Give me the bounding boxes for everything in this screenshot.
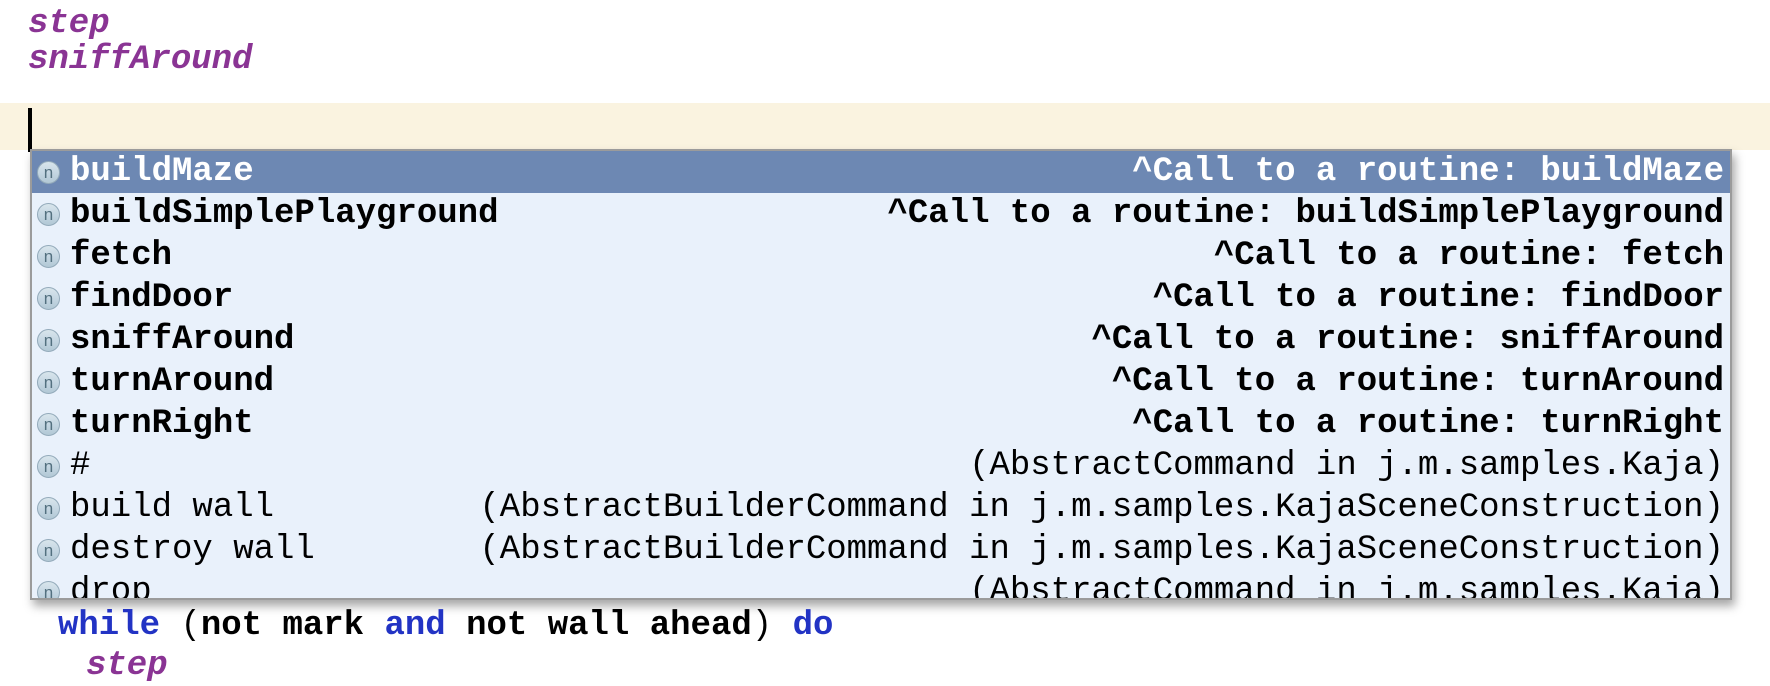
completion-item[interactable]: n build wall (AbstractBuilderCommand in … <box>32 487 1730 529</box>
completion-item-description: ^Call to a routine: buildSimplePlaygroun… <box>887 195 1724 233</box>
n-type-icon: n <box>37 202 60 226</box>
completion-item[interactable]: n turnRight ^Call to a routine: turnRigh… <box>32 403 1730 445</box>
completion-item-label: turnRight <box>70 405 254 443</box>
code-token: not mark <box>200 607 385 645</box>
n-type-icon: n <box>37 412 60 436</box>
completion-item-label: findDoor <box>70 279 234 317</box>
completion-item[interactable]: n buildSimplePlayground ^Call to a routi… <box>32 193 1730 235</box>
code-token <box>772 607 792 645</box>
text-cursor <box>28 108 32 152</box>
completion-item-description: ^Call to a routine: fetch <box>1213 237 1724 275</box>
completion-item-label: build wall <box>70 489 275 527</box>
completion-item-label: turnAround <box>70 363 275 401</box>
code-token: not wall ahead <box>445 607 752 645</box>
completion-item-description: (AbstractBuilderCommand in j.m.samples.K… <box>479 489 1724 527</box>
completion-item[interactable]: n turnAround ^Call to a routine: turnAro… <box>32 361 1730 403</box>
completion-item-label: # <box>70 447 91 485</box>
n-type-icon: n <box>37 370 60 394</box>
code-line-sniffaround: sniffAround <box>28 41 253 79</box>
completion-item-label: buildSimplePlayground <box>70 195 499 233</box>
code-line-step-last: step <box>86 647 168 685</box>
completion-item-description: ^Call to a routine: turnAround <box>1111 363 1724 401</box>
current-line-highlight <box>0 103 1770 150</box>
completion-item[interactable]: n # (AbstractCommand in j.m.samples.Kaja… <box>32 445 1730 487</box>
n-type-icon: n <box>37 244 60 268</box>
completion-item-description: (AbstractCommand in j.m.samples.Kaja) <box>969 447 1724 485</box>
completion-item[interactable]: n destroy wall (AbstractBuilderCommand i… <box>32 529 1730 571</box>
completion-item-description: ^Call to a routine: buildMaze <box>1132 153 1724 191</box>
completion-item-label: destroy wall <box>70 531 315 569</box>
n-type-icon: n <box>37 580 60 598</box>
completion-item-description: (AbstractCommand in j.m.samples.Kaja) <box>969 573 1724 600</box>
n-type-icon: n <box>37 328 60 352</box>
completion-item[interactable]: n sniffAround ^Call to a routine: sniffA… <box>32 319 1730 361</box>
completion-item-description: (AbstractBuilderCommand in j.m.samples.K… <box>479 531 1724 569</box>
code-token: while <box>58 607 161 645</box>
code-token: and <box>384 607 446 645</box>
n-type-icon: n <box>37 160 60 184</box>
n-type-icon: n <box>37 454 60 478</box>
code-line-while: while (not mark and not wall ahead) do <box>58 606 833 646</box>
completion-item[interactable]: n fetch ^Call to a routine: fetch <box>32 235 1730 277</box>
n-type-icon: n <box>37 496 60 520</box>
completion-item-label: drop <box>70 573 152 600</box>
code-token: ( <box>180 607 201 645</box>
completion-item-description: ^Call to a routine: sniffAround <box>1091 321 1724 359</box>
completion-item[interactable]: n buildMaze ^Call to a routine: buildMaz… <box>32 151 1730 193</box>
n-type-icon: n <box>37 538 60 562</box>
completion-item-label: buildMaze <box>70 153 254 191</box>
code-token <box>160 607 180 645</box>
code-token: do <box>792 607 834 645</box>
completion-item[interactable]: n drop (AbstractCommand in j.m.samples.K… <box>32 571 1730 600</box>
code-line-step: step <box>28 5 110 43</box>
autocomplete-popup[interactable]: n buildMaze ^Call to a routine: buildMaz… <box>30 149 1732 600</box>
completion-item-description: ^Call to a routine: turnRight <box>1132 405 1724 443</box>
completion-item-label: sniffAround <box>70 321 295 359</box>
completion-item-description: ^Call to a routine: findDoor <box>1152 279 1724 317</box>
n-type-icon: n <box>37 286 60 310</box>
completion-item-label: fetch <box>70 237 173 275</box>
completion-item[interactable]: n findDoor ^Call to a routine: findDoor <box>32 277 1730 319</box>
code-token: ) <box>751 607 773 645</box>
